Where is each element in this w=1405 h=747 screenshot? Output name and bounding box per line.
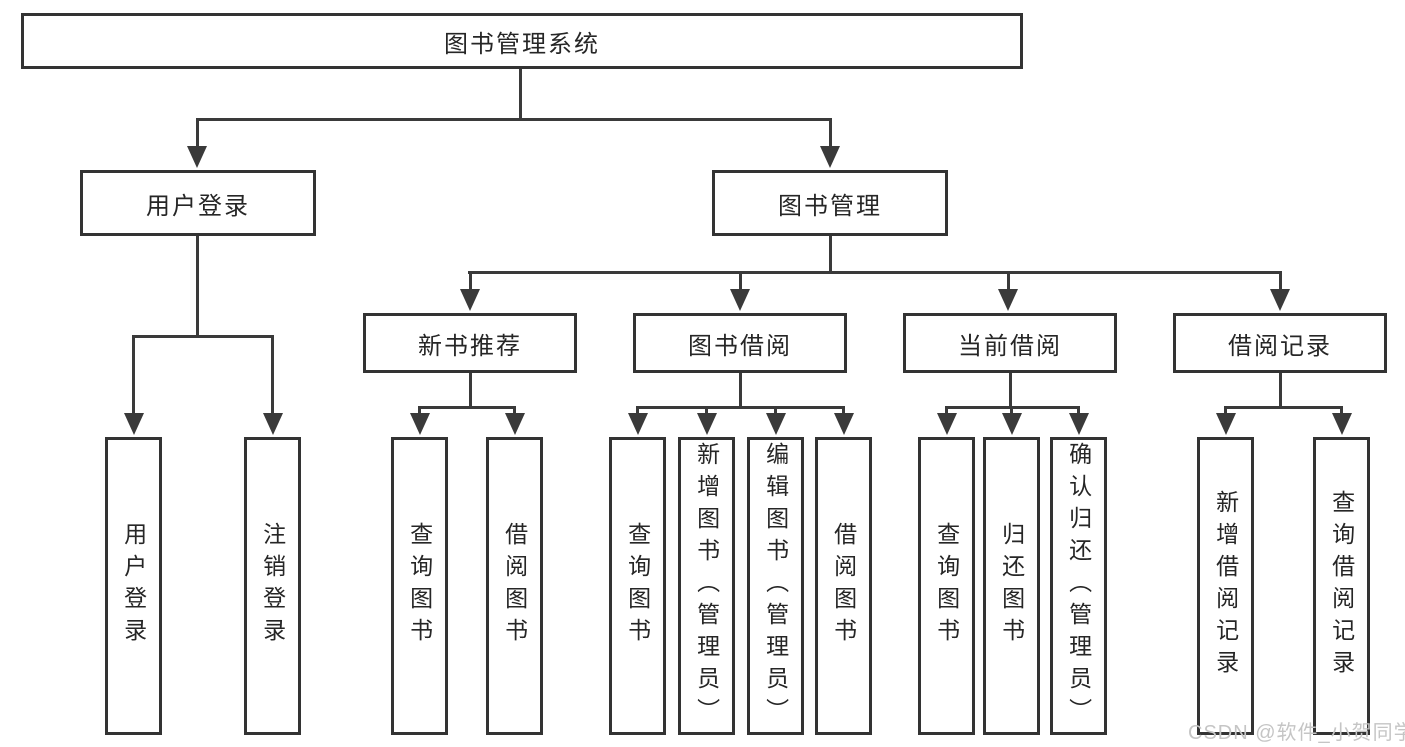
leaf-add-books-admin-label: 新增图书（管理员） bbox=[693, 442, 720, 730]
leaf-borrow-books: 借阅图书 bbox=[815, 437, 872, 735]
leaf-return-books: 归还图书 bbox=[983, 437, 1040, 735]
arrow-down-leaf-add-record bbox=[1216, 413, 1236, 435]
leaf-borrow-books-recommend-label: 借阅图书 bbox=[501, 522, 528, 650]
node-book-management: 图书管理 bbox=[712, 170, 948, 236]
connector-book-mgmt-stem bbox=[829, 236, 832, 271]
connector-records-crossbar bbox=[1224, 406, 1343, 409]
node-borrowing-records: 借阅记录 bbox=[1173, 313, 1387, 373]
leaf-borrow-books-label: 借阅图书 bbox=[830, 522, 857, 650]
connector-to-user-login bbox=[196, 118, 199, 146]
connector-borrowing-stem bbox=[739, 373, 742, 406]
arrow-down-leaf-confirm-return bbox=[1069, 413, 1089, 435]
leaf-query-borrow-record-label: 查询借阅记录 bbox=[1328, 490, 1355, 682]
leaf-query-books-borrowing-label: 查询图书 bbox=[624, 522, 651, 650]
leaf-edit-books-admin: 编辑图书（管理员） bbox=[747, 437, 804, 735]
arrow-down-leaf-add-books bbox=[697, 413, 717, 435]
connector-to-leaf-edit-books bbox=[774, 406, 777, 416]
connector-borrowing-crossbar bbox=[636, 406, 845, 409]
node-book-borrowing-label: 图书借阅 bbox=[688, 332, 792, 360]
arrow-down-borrowing-records bbox=[1270, 289, 1290, 311]
connector-book-mgmt-crossbar bbox=[468, 271, 1281, 274]
leaf-user-login-label: 用户登录 bbox=[120, 522, 147, 650]
leaf-add-borrow-record-label: 新增借阅记录 bbox=[1212, 490, 1239, 682]
arrow-down-user-login bbox=[187, 146, 207, 168]
leaf-add-books-admin: 新增图书（管理员） bbox=[678, 437, 735, 735]
node-root-label: 图书管理系统 bbox=[444, 30, 600, 58]
connector-to-leaf-add-books bbox=[705, 406, 708, 416]
leaf-edit-books-admin-label: 编辑图书（管理员） bbox=[762, 442, 789, 730]
arrow-down-leaf-return-books bbox=[1002, 413, 1022, 435]
leaf-query-borrow-record: 查询借阅记录 bbox=[1313, 437, 1370, 735]
arrow-down-leaf-logout bbox=[263, 413, 283, 435]
connector-new-book-stem bbox=[469, 373, 472, 406]
connector-to-book-management bbox=[829, 118, 832, 146]
connector-new-book-crossbar bbox=[418, 406, 516, 409]
leaf-return-books-label: 归还图书 bbox=[998, 522, 1025, 650]
leaf-logout: 注销登录 bbox=[244, 437, 301, 735]
leaf-user-login: 用户登录 bbox=[105, 437, 162, 735]
connector-root-crossbar bbox=[196, 118, 832, 121]
csdn-watermark: CSDN @软件_小贺同学 bbox=[1188, 722, 1405, 744]
leaf-query-books-recommend-label: 查询图书 bbox=[406, 522, 433, 650]
node-user-login: 用户登录 bbox=[80, 170, 316, 236]
node-borrowing-records-label: 借阅记录 bbox=[1228, 332, 1332, 360]
connector-to-leaf-query-recommend bbox=[418, 406, 421, 416]
leaf-query-books-recommend: 查询图书 bbox=[391, 437, 448, 735]
connector-user-login-crossbar bbox=[132, 335, 274, 338]
node-new-book-recommend: 新书推荐 bbox=[363, 313, 577, 373]
connector-to-leaf-return-books bbox=[1010, 406, 1013, 416]
node-book-borrowing: 图书借阅 bbox=[633, 313, 847, 373]
node-user-login-label: 用户登录 bbox=[146, 192, 250, 220]
leaf-confirm-return-admin-label: 确认归还（管理员） bbox=[1065, 442, 1092, 730]
arrow-down-leaf-query-current bbox=[937, 413, 957, 435]
connector-to-borrowing-records bbox=[1279, 271, 1282, 291]
connector-user-login-stem bbox=[196, 236, 199, 335]
connector-to-leaf-add-record bbox=[1224, 406, 1227, 416]
node-root-library-system: 图书管理系统 bbox=[21, 13, 1023, 69]
arrow-down-current-borrowing bbox=[998, 289, 1018, 311]
connector-to-leaf-logout bbox=[271, 335, 274, 415]
arrow-down-leaf-borrow-books bbox=[834, 413, 854, 435]
connector-to-leaf-user-login bbox=[132, 335, 135, 415]
leaf-borrow-books-recommend: 借阅图书 bbox=[486, 437, 543, 735]
arrow-down-leaf-query-recommend bbox=[410, 413, 430, 435]
leaf-query-books-current: 查询图书 bbox=[918, 437, 975, 735]
connector-to-current-borrowing bbox=[1007, 271, 1010, 291]
arrow-down-book-management bbox=[820, 146, 840, 168]
node-current-borrowing-label: 当前借阅 bbox=[958, 332, 1062, 360]
connector-to-leaf-query-record bbox=[1340, 406, 1343, 416]
arrow-down-new-book bbox=[460, 289, 480, 311]
arrow-down-leaf-borrow-recommend bbox=[505, 413, 525, 435]
connector-to-leaf-borrow-recommend bbox=[513, 406, 516, 416]
connector-root-stem bbox=[519, 69, 522, 118]
leaf-add-borrow-record: 新增借阅记录 bbox=[1197, 437, 1254, 735]
arrow-down-leaf-user-login bbox=[124, 413, 144, 435]
node-current-borrowing: 当前借阅 bbox=[903, 313, 1117, 373]
connector-to-leaf-confirm-return bbox=[1077, 406, 1080, 416]
connector-current-stem bbox=[1009, 373, 1012, 406]
leaf-confirm-return-admin: 确认归还（管理员） bbox=[1050, 437, 1107, 735]
node-new-book-recommend-label: 新书推荐 bbox=[418, 332, 522, 360]
connector-to-new-book bbox=[469, 271, 472, 291]
arrow-down-leaf-edit-books bbox=[766, 413, 786, 435]
arrow-down-leaf-query-record bbox=[1332, 413, 1352, 435]
connector-to-leaf-query-borrowing bbox=[636, 406, 639, 416]
leaf-logout-label: 注销登录 bbox=[259, 522, 286, 650]
connector-records-stem bbox=[1279, 373, 1282, 406]
arrow-down-leaf-query-borrowing bbox=[628, 413, 648, 435]
leaf-query-books-borrowing: 查询图书 bbox=[609, 437, 666, 735]
leaf-query-books-current-label: 查询图书 bbox=[933, 522, 960, 650]
node-book-management-label: 图书管理 bbox=[778, 192, 882, 220]
connector-to-leaf-query-current bbox=[945, 406, 948, 416]
connector-to-leaf-borrow-books bbox=[842, 406, 845, 416]
connector-to-book-borrowing bbox=[739, 271, 742, 291]
arrow-down-book-borrowing bbox=[730, 289, 750, 311]
